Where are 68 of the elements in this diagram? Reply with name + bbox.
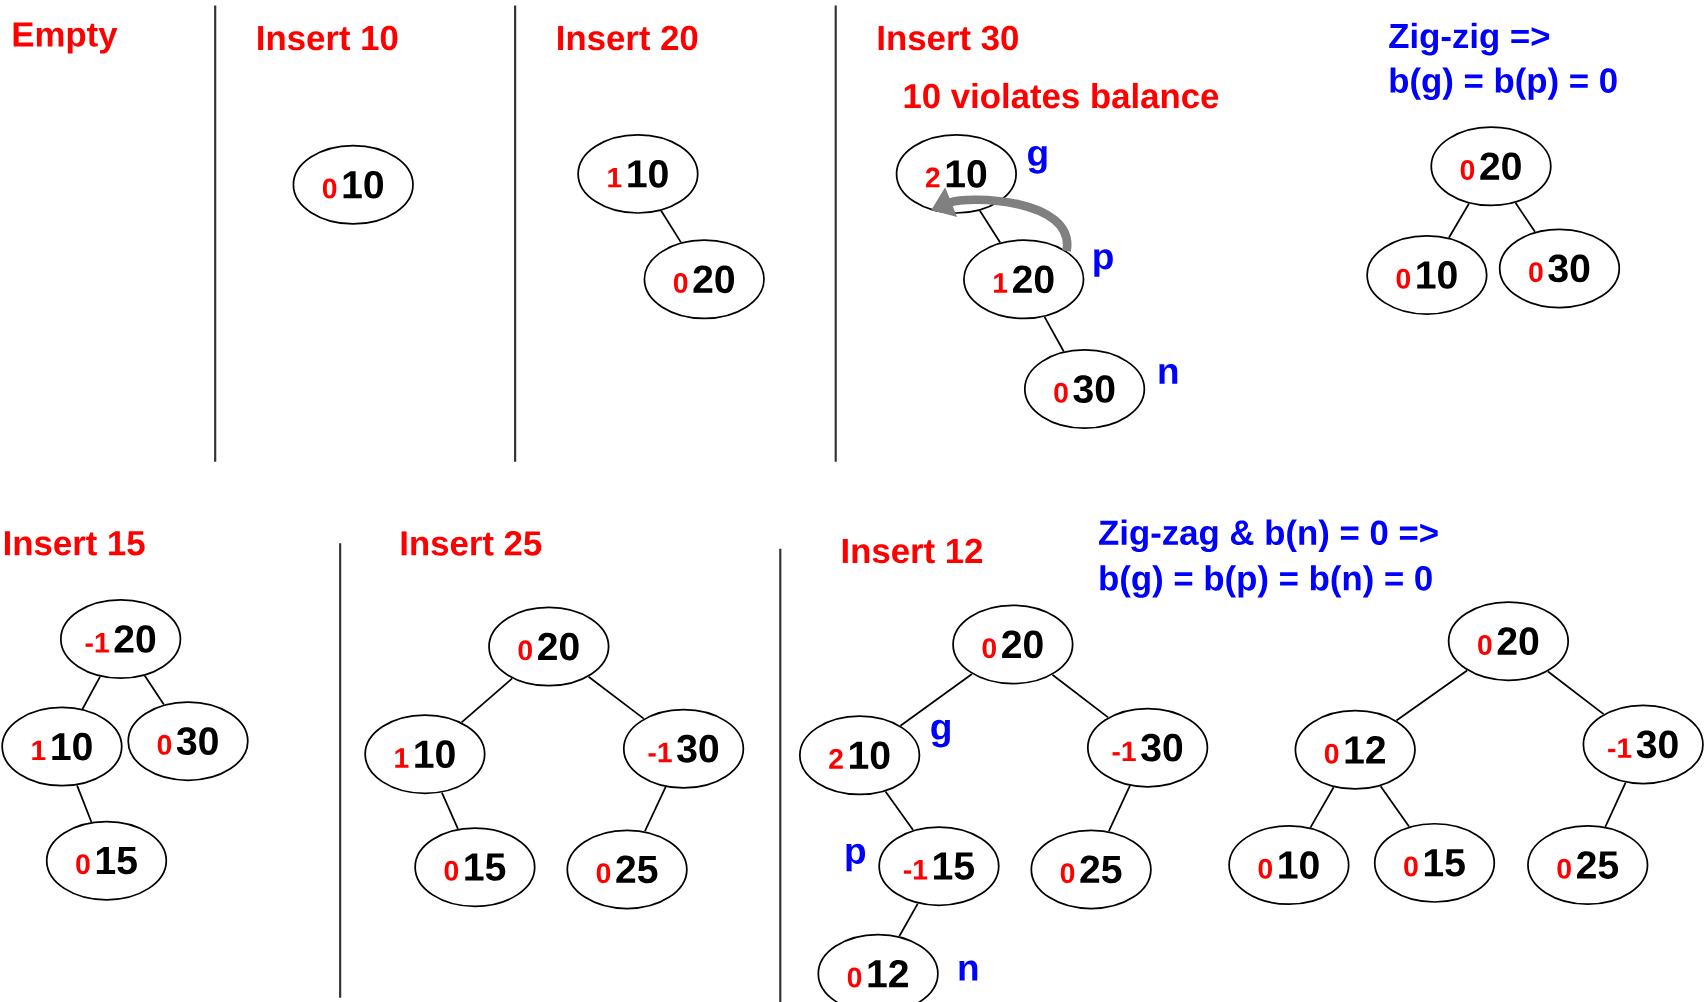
node-role-letter: n bbox=[959, 960, 978, 981]
tree-edge bbox=[1547, 670, 1605, 715]
tree-node: 1 10 bbox=[1, 706, 123, 787]
tree-edge bbox=[76, 784, 93, 823]
step-heading: Insert 30 bbox=[878, 25, 1018, 51]
tree-node: 025 bbox=[1030, 829, 1152, 910]
node-role-letter: g bbox=[931, 719, 950, 748]
tree-edge bbox=[1514, 202, 1536, 233]
tree-node: 2 10 bbox=[799, 715, 921, 796]
tree-node: 025 bbox=[566, 829, 688, 910]
step-heading: Insert 20 bbox=[558, 25, 698, 51]
tree-edge bbox=[899, 673, 973, 727]
tree-edge bbox=[898, 902, 919, 938]
tree-edge bbox=[884, 790, 914, 831]
tree-edge bbox=[81, 675, 101, 710]
tree-node: 120 bbox=[963, 239, 1085, 320]
tree-edge bbox=[1379, 785, 1410, 828]
node-role-letter: g bbox=[1028, 145, 1047, 174]
rule-note: Zig-zag & b(n) = 0 => bbox=[1099, 519, 1438, 553]
tree-edge bbox=[587, 675, 645, 720]
tree-node: 0 12 bbox=[1294, 709, 1416, 790]
tree-node: 0 20 bbox=[952, 604, 1074, 685]
step-heading: Insert 15 bbox=[4, 531, 145, 556]
tree-node: 020 bbox=[1447, 601, 1570, 682]
tree-node: 0 30 bbox=[127, 701, 249, 782]
rule-note: b(g) = b(p) = b(n) = 0 bbox=[1100, 565, 1432, 598]
tree-node: 0 10 bbox=[292, 144, 414, 225]
node-role-letter: p bbox=[1094, 249, 1113, 277]
tree-edge bbox=[1309, 786, 1335, 829]
node-role-letter: n bbox=[1159, 363, 1178, 384]
tree-node: 0 25 bbox=[1527, 825, 1649, 906]
tree-node: 020 bbox=[643, 239, 765, 320]
tree-edge bbox=[1051, 673, 1109, 719]
tree-edge bbox=[143, 674, 165, 706]
tree-edge bbox=[1604, 781, 1627, 828]
rule-note: Zig-zig => bbox=[1389, 22, 1550, 56]
tree-edge bbox=[1395, 669, 1468, 722]
node-role-letter: p bbox=[846, 843, 866, 872]
step-heading: Insert 12 bbox=[842, 538, 983, 564]
tree-edge bbox=[1108, 785, 1131, 833]
tree-node: 0 15 bbox=[1373, 822, 1496, 903]
tree-edge bbox=[1448, 202, 1470, 239]
tree-node: -130 bbox=[1582, 704, 1704, 785]
tree-node: 0 10 bbox=[1228, 825, 1350, 906]
tree-node: 030 bbox=[1498, 228, 1621, 309]
tree-node: 0 20 bbox=[1430, 126, 1552, 207]
tree-node: -1 15 bbox=[878, 826, 1000, 907]
tree-node: 1 10 bbox=[577, 133, 699, 214]
tree-edge bbox=[441, 791, 459, 830]
tree-node: -130 bbox=[622, 708, 745, 789]
step-heading: Insert 25 bbox=[401, 531, 542, 556]
tree-node: 0 12 bbox=[817, 933, 939, 1002]
tree-node: 0 15 bbox=[45, 820, 168, 901]
tree-node: 0 20 bbox=[488, 606, 610, 687]
tree-node: 1 10 bbox=[364, 714, 486, 795]
tree-node: 030 bbox=[1023, 349, 1146, 430]
tree-node: 0 15 bbox=[414, 827, 536, 908]
tree-node: -120 bbox=[60, 599, 182, 679]
tree-edge bbox=[460, 677, 513, 724]
tree-edge bbox=[979, 209, 1002, 244]
tree-node: 0 10 bbox=[1366, 234, 1488, 315]
tree-node: -130 bbox=[1086, 707, 1209, 788]
tree-node: 2 10 bbox=[895, 133, 1017, 214]
step-heading: Empty bbox=[13, 22, 118, 54]
step-heading: Insert 10 bbox=[258, 25, 398, 51]
tree-edge bbox=[660, 209, 682, 244]
tree-edge bbox=[644, 786, 667, 833]
tree-edge bbox=[1043, 316, 1065, 353]
